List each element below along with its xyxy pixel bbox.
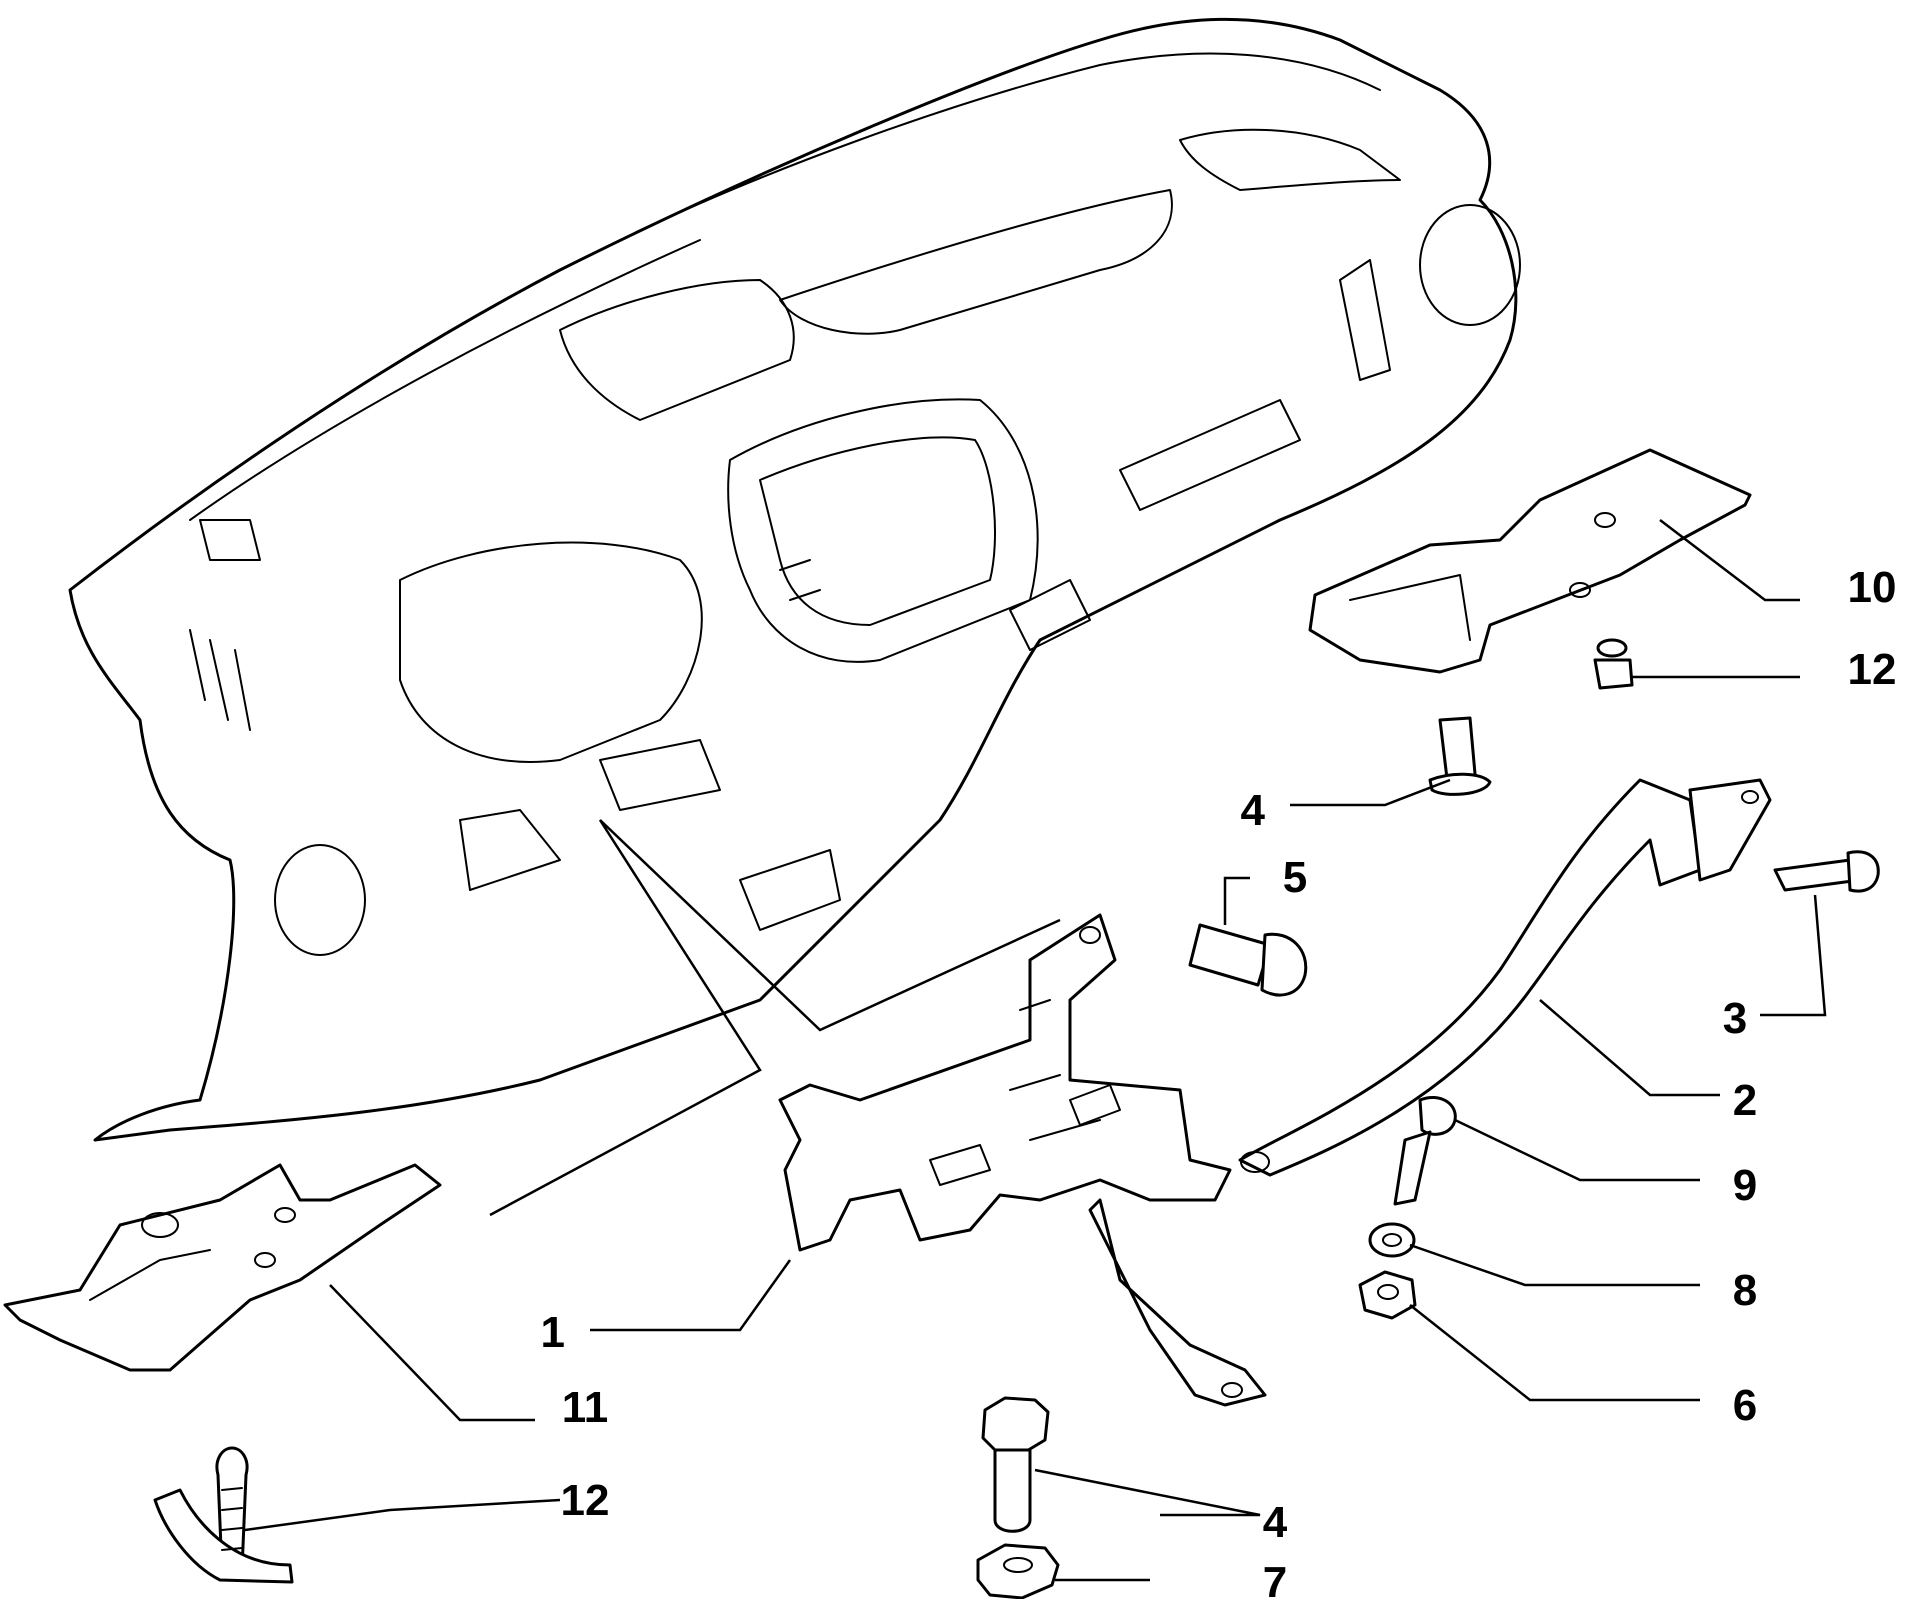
callout-4-upper: 4 [1241,786,1266,835]
explosion-guide-lines [489,819,1061,1217]
leader-lines [244,519,1827,1582]
part-9-bolt [1393,1096,1457,1206]
callout-3: 3 [1723,994,1747,1043]
dashboard-frame [68,17,1521,1142]
part-11-cover [3,1163,442,1372]
part-4-clip-upper [1428,716,1492,796]
callout-8: 8 [1733,1266,1757,1315]
part-3-bolt [1773,850,1880,893]
part-5-bolt [1188,923,1308,997]
part-12-rivet-lower [153,1446,294,1584]
callout-10: 10 [1848,563,1897,612]
callout-12-upper: 12 [1848,645,1897,694]
callout-9: 9 [1733,1161,1757,1210]
callout-labels: 1 2 3 4 4 5 6 7 8 9 10 11 12 12 [541,563,1897,1599]
part-2-link-rod [1238,778,1772,1177]
callout-11: 11 [562,1383,609,1432]
callout-4-lower: 4 [1263,1498,1288,1547]
callout-1: 1 [541,1308,565,1357]
callout-5: 5 [1283,853,1307,902]
part-7-nut [976,1543,1060,1599]
callout-6: 6 [1733,1381,1757,1430]
callout-12-lower: 12 [561,1476,610,1525]
callout-7: 7 [1263,1558,1287,1599]
callout-2: 2 [1733,1076,1757,1125]
part-4-hex-bolt-lower [981,1396,1050,1533]
part-6-nut [1358,1270,1417,1320]
part-1-bracket [778,913,1267,1407]
part-12-pin-upper [1593,638,1634,690]
part-10-cover [1308,448,1752,674]
part-8-washer [1368,1222,1416,1258]
